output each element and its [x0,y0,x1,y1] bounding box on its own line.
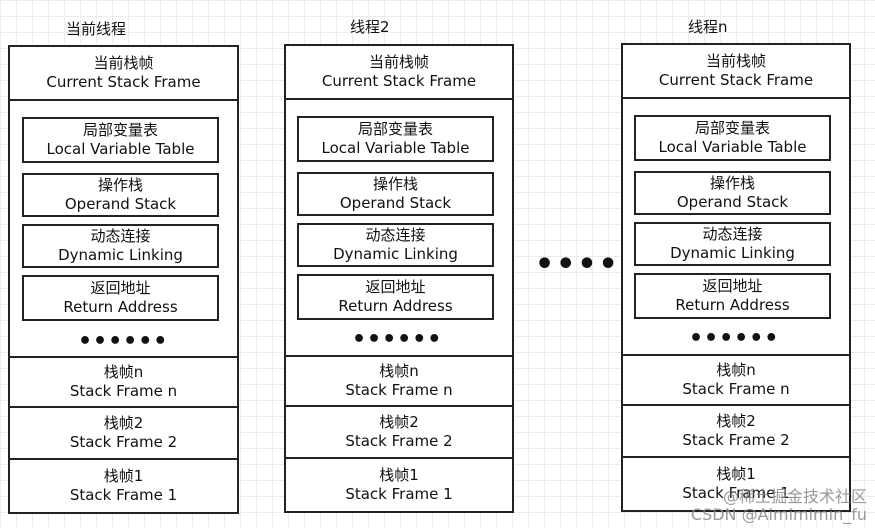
frame-en: Stack Frame 2 [345,432,453,450]
dynamic-linking: 动态连接 Dynamic Linking [634,222,831,266]
frame-en: Stack Frame n [69,382,178,400]
stack-frame-2: 栈帧2 Stack Frame 2 [623,406,849,458]
return-address: 返回地址 Return Address [22,275,219,321]
frame-en: Stack Frame 2 [69,433,178,451]
frame-cn: 栈帧2 [379,413,419,431]
frame-cn: 栈帧1 [379,466,419,484]
frame-en: Stack Frame n [682,380,790,398]
slot-en: Return Address [675,296,790,314]
current-stack-frame: 当前栈帧 Current Stack Frame [10,47,237,101]
return-address: 返回地址 Return Address [297,274,494,320]
stack-frame-n: 栈帧n Stack Frame n [10,356,237,408]
stack-frame-n: 栈帧n Stack Frame n [623,354,849,406]
current-frame-cn: 当前栈帧 [93,54,154,72]
current-frame-cn: 当前栈帧 [705,52,766,70]
stack-frame-n: 栈帧n Stack Frame n [286,355,512,407]
thread-title: 线程n [688,18,728,36]
frame-en: Stack Frame n [345,381,453,399]
slot-en: Dynamic Linking [58,246,183,264]
stack-frame-1: 栈帧1 Stack Frame 1 [286,459,512,511]
slot-cn: 返回地址 [365,278,426,296]
operand-stack: 操作栈 Operand Stack [22,173,219,217]
slot-en: Dynamic Linking [670,244,795,262]
frame-cn: 栈帧n [103,363,144,381]
slot-en: Local Variable Table [46,140,195,158]
frame-ellipsis: •••••• [352,327,443,352]
slot-en: Operand Stack [676,193,789,211]
slot-cn: 返回地址 [90,279,151,297]
dynamic-linking: 动态连接 Dynamic Linking [22,224,219,268]
slot-cn: 局部变量表 [357,120,433,138]
frame-cn: 栈帧1 [103,467,144,485]
frame-en: Stack Frame 1 [69,486,178,504]
stack-frame-2: 栈帧2 Stack Frame 2 [10,408,237,460]
frame-cn: 栈帧n [716,361,756,379]
operand-stack: 操作栈 Operand Stack [297,172,494,216]
slot-cn: 局部变量表 [82,121,158,139]
slot-en: Dynamic Linking [333,245,458,263]
thread-title: 线程2 [350,18,390,36]
operand-stack: 操作栈 Operand Stack [634,171,831,215]
frame-en: Stack Frame 1 [345,485,453,503]
slot-en: Local Variable Table [658,138,807,156]
frame-en: Stack Frame 2 [682,431,790,449]
slot-cn: 局部变量表 [694,119,770,137]
slot-cn: 动态连接 [90,227,151,245]
current-frame-en: Current Stack Frame [658,71,814,89]
stack-frame-2: 栈帧2 Stack Frame 2 [286,407,512,459]
slot-cn: 动态连接 [365,226,426,244]
local-variable-table: 局部变量表 Local Variable Table [297,116,494,162]
slot-en: Return Address [63,298,178,316]
return-address: 返回地址 Return Address [634,273,831,319]
slot-en: Return Address [338,297,453,315]
frame-cn: 栈帧2 [103,414,144,432]
slot-en: Local Variable Table [321,139,470,157]
frame-en: Stack Frame 1 [682,484,790,502]
thread-stack: 当前栈帧 Current Stack Frame 局部变量表 Local Var… [621,43,851,512]
frame-ellipsis: •••••• [689,326,780,351]
current-stack-frame: 当前栈帧 Current Stack Frame [623,45,849,99]
frame-cn: 栈帧1 [716,465,756,483]
current-frame-en: Current Stack Frame [46,73,201,91]
stack-frame-1: 栈帧1 Stack Frame 1 [623,458,849,510]
watermark: @稀土掘金技术社区 CSDN @Aimimimin_fu [691,488,867,524]
thread-stack: 当前栈帧 Current Stack Frame 局部变量表 Local Var… [8,45,239,514]
watermark-line2: CSDN @Aimimimin_fu [690,505,867,524]
frame-cn: 栈帧n [379,362,419,380]
current-frame-cn: 当前栈帧 [368,53,429,71]
slot-cn: 返回地址 [702,277,763,295]
slot-cn: 操作栈 [372,175,418,193]
thread-stack: 当前栈帧 Current Stack Frame 局部变量表 Local Var… [284,44,514,513]
watermark-line1: @稀土掘金技术社区 [722,487,867,506]
slot-cn: 动态连接 [702,225,763,243]
local-variable-table: 局部变量表 Local Variable Table [634,115,831,161]
dynamic-linking: 动态连接 Dynamic Linking [297,223,494,267]
slot-en: Operand Stack [64,195,177,213]
current-stack-frame: 当前栈帧 Current Stack Frame [286,46,512,100]
frame-cn: 栈帧2 [716,412,756,430]
slot-cn: 操作栈 [97,176,143,194]
slot-cn: 操作栈 [709,174,755,192]
thread-title: 当前线程 [66,20,127,38]
local-variable-table: 局部变量表 Local Variable Table [22,117,219,163]
stack-frame-1: 栈帧1 Stack Frame 1 [10,460,237,512]
current-frame-en: Current Stack Frame [321,72,477,90]
slot-en: Operand Stack [339,194,452,212]
frame-ellipsis: •••••• [78,329,169,354]
